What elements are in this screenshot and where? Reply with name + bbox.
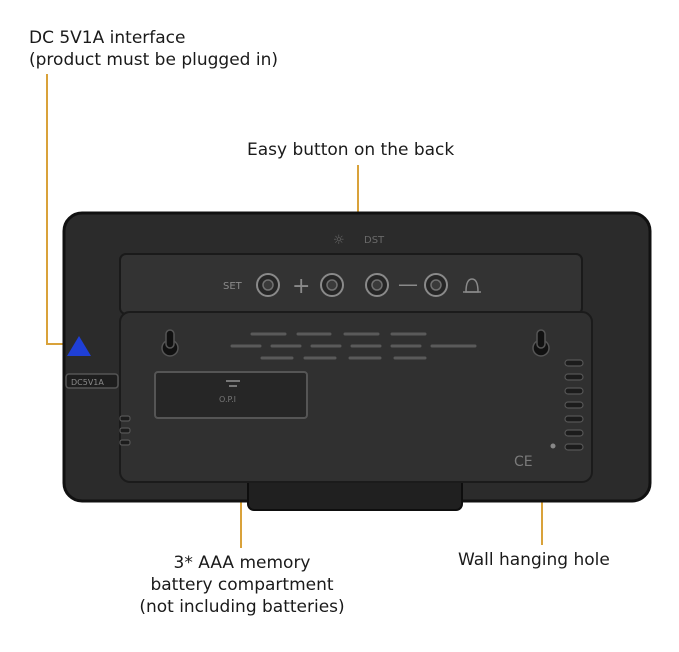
dc-interface-line1: DC 5V1A interface	[29, 28, 186, 48]
plus-marking: +	[292, 274, 310, 299]
battery-line1: 3* AAA memory	[173, 553, 311, 573]
alarm-button[interactable]	[424, 273, 448, 297]
minus-marking: —	[398, 272, 418, 296]
speaker-vents	[230, 332, 477, 360]
easy-button-label: Easy button on the back	[247, 140, 455, 160]
battery-line3: (not including batteries)	[139, 597, 345, 617]
side-vents-right	[564, 359, 584, 451]
battery-compartment[interactable]	[154, 371, 308, 419]
dc-interface-line2: (product must be plugged in)	[29, 50, 278, 70]
set-button[interactable]	[256, 273, 280, 297]
dc-interface-label: DC 5V1A interface (product must be plugg…	[29, 27, 278, 71]
left-hanging-hole	[161, 329, 179, 357]
dc-port[interactable]	[65, 373, 119, 389]
button-panel	[119, 253, 583, 315]
alarm-bell-icon	[463, 278, 481, 293]
up-button[interactable]	[320, 273, 344, 297]
battery-label: 3* AAA memory battery compartment (not i…	[128, 552, 356, 618]
side-vents-left	[119, 415, 131, 446]
dc-port-marker	[67, 336, 91, 356]
reset-hole[interactable]	[550, 443, 556, 449]
dst-marking: DST	[364, 235, 385, 246]
ce-mark: CE	[514, 454, 533, 470]
sun-icon: ☼	[333, 233, 345, 248]
rear-panel	[119, 311, 593, 483]
set-marking: SET	[223, 281, 243, 292]
down-button[interactable]	[365, 273, 389, 297]
dc-port-marking: DC5V1A	[71, 378, 104, 387]
battery-cover-marking: O.P.I	[219, 395, 236, 404]
battery-line2: battery compartment	[150, 575, 334, 595]
dc-lead-vertical	[46, 74, 48, 344]
dc-lead-horizontal	[46, 343, 70, 345]
wall-hole-label: Wall hanging hole	[458, 550, 610, 570]
right-hanging-hole	[532, 329, 550, 357]
